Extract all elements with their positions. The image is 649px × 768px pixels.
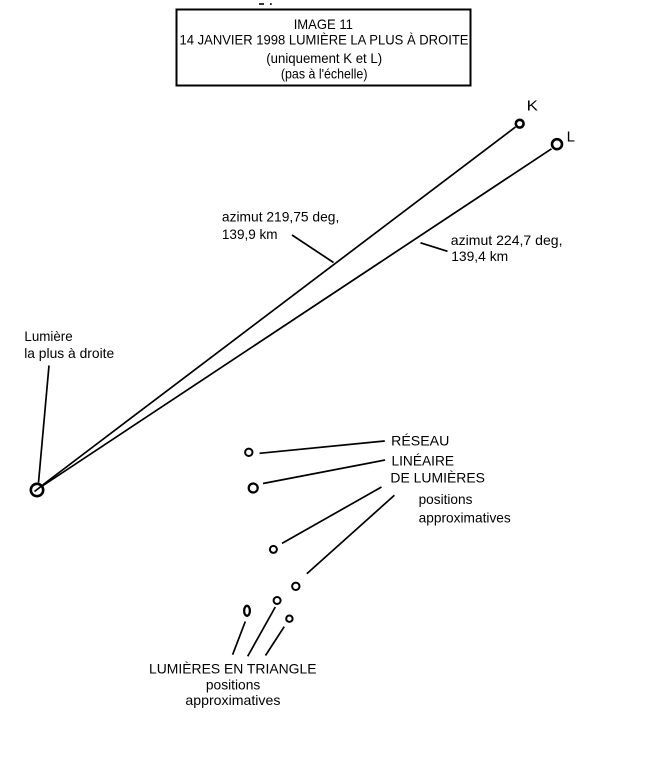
svg-text:139,4 km: 139,4 km [451,248,508,264]
svg-text:approximatives: approximatives [419,509,511,525]
svg-text:RÉSEAU: RÉSEAU [391,432,449,448]
svg-text:(uniquement K et L): (uniquement K et L) [266,50,382,66]
svg-text:azimut 219,75 deg,: azimut 219,75 deg, [222,209,339,225]
svg-text:14 JANVIER 1998 LUMIÈRE LA PLU: 14 JANVIER 1998 LUMIÈRE LA PLUS À DROITE [180,32,469,48]
svg-text:DE LUMIÈRES: DE LUMIÈRES [390,470,485,486]
svg-text:L: L [567,129,575,146]
svg-text:(pas à l'échelle): (pas à l'échelle) [281,65,368,81]
svg-text:LUMIÈRES EN TRIANGLE: LUMIÈRES EN TRIANGLE [149,661,317,677]
svg-text:139,9 km: 139,9 km [222,226,278,242]
svg-text:positions: positions [206,677,260,693]
svg-text:la plus à droite: la plus à droite [24,345,114,361]
svg-text:IMAGE 11: IMAGE 11 [294,16,353,32]
svg-text:K: K [527,97,538,114]
svg-text:LINÉAIRE: LINÉAIRE [392,453,455,469]
svg-text:Lumière: Lumière [24,328,72,344]
svg-text:azimut 224,7 deg,: azimut 224,7 deg, [451,232,563,248]
svg-text:approximatives: approximatives [185,692,280,708]
svg-text:positions: positions [419,491,473,507]
